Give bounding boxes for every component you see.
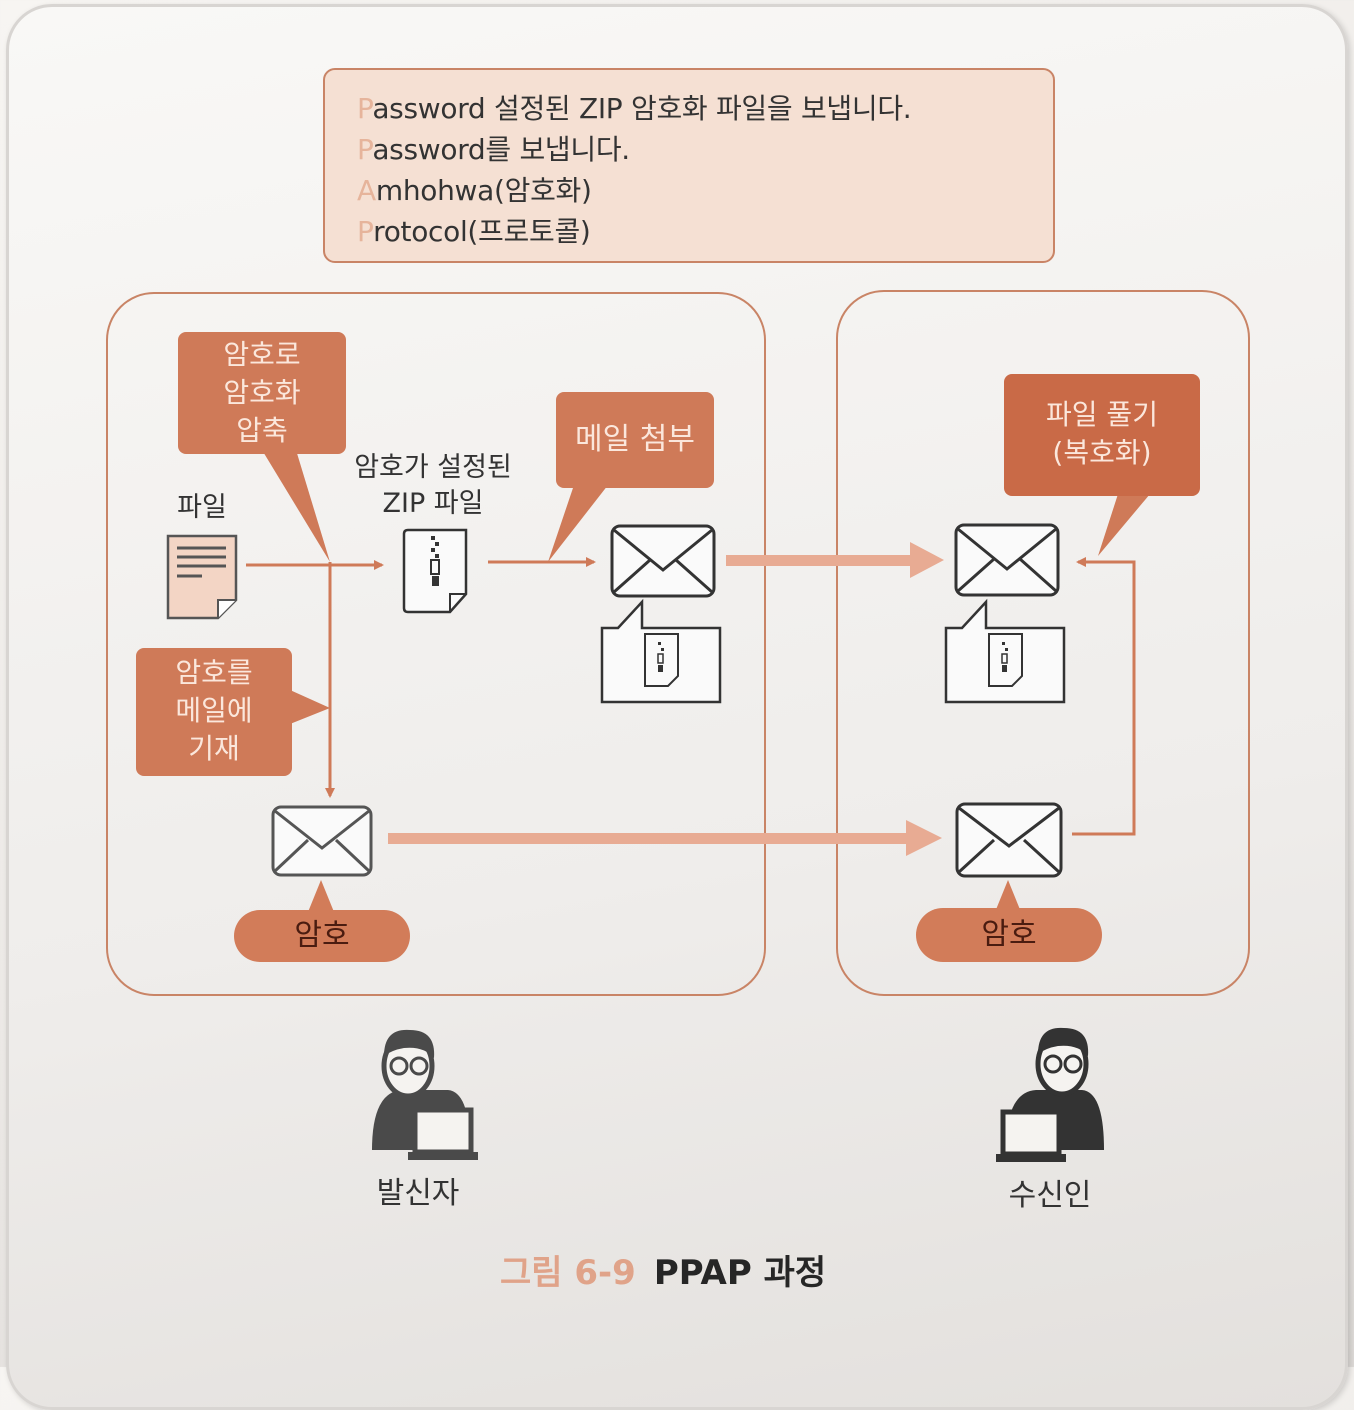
callout-encrypt-compress: 암호로 암호화 압축 <box>178 332 346 454</box>
callout-tail-attach <box>548 485 608 562</box>
mail-password-icon-sender <box>271 805 373 877</box>
attachment-bubble-receiver <box>944 598 1066 704</box>
figure-caption: 그림 6-9 PPAP 과정 <box>500 1245 826 1294</box>
file-label: 파일 <box>177 492 227 523</box>
zip-file-label: 암호가 설정된 ZIP 파일 <box>354 452 512 519</box>
sender-label: 발신자 <box>376 1176 460 1211</box>
mail-with-attachment-icon-sender <box>610 524 716 598</box>
definition-line-password: Password를 보냅니다. <box>357 133 630 166</box>
password-pill-receiver: 암호 <box>916 908 1102 962</box>
definition-line-amhohwa: Amhohwa(암호화) <box>357 174 592 207</box>
callout-extract-decrypt: 파일 풀기 (복호화) <box>1004 374 1200 496</box>
pill-tail-sender <box>308 880 334 912</box>
sender-person-icon <box>372 1029 478 1160</box>
ppap-definition-box: Password 설정된 ZIP 암호화 파일을 보냅니다. Password를… <box>323 68 1055 263</box>
sender-panel <box>106 292 766 996</box>
callout-tail-encrypt <box>262 450 330 562</box>
definition-line-password-zip: Password 설정된 ZIP 암호화 파일을 보냅니다. <box>357 92 912 125</box>
mail-password-icon-receiver <box>955 802 1063 878</box>
diagram-graphics <box>166 450 1150 1162</box>
document-icon <box>166 534 238 620</box>
definition-line-protocol: Protocol(프로토콜) <box>357 215 591 248</box>
attachment-bubble-sender <box>600 598 722 704</box>
figure-title: PPAP 과정 <box>653 1253 827 1293</box>
figure-number: 그림 6-9 <box>500 1253 636 1293</box>
pill-tail-receiver <box>995 880 1021 912</box>
zip-file-icon <box>402 528 468 614</box>
callout-tail-password-mail <box>290 690 330 724</box>
callout-mail-attach: 메일 첨부 <box>556 392 714 488</box>
mail-with-attachment-icon-receiver <box>954 523 1060 597</box>
callout-password-in-mail: 암호를 메일에 기재 <box>136 648 292 776</box>
callout-tail-extract <box>1098 494 1150 556</box>
arrow-password-to-zip <box>1072 557 1136 836</box>
receiver-person-icon <box>996 1027 1104 1162</box>
receiver-label: 수신인 <box>1008 1178 1092 1213</box>
password-pill-sender: 암호 <box>234 910 410 962</box>
arrow-mail-transfer <box>726 542 944 578</box>
receiver-panel <box>836 290 1250 996</box>
arrow-password-transfer <box>388 820 942 856</box>
